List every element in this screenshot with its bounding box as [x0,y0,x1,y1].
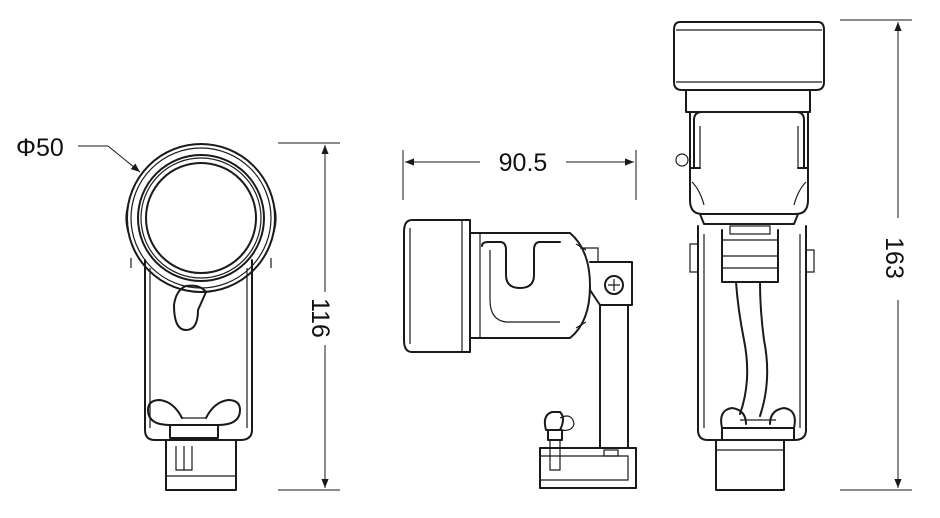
front-stud [165,439,237,491]
rear-housing [689,111,809,215]
side-base [539,447,637,489]
front-head-outer [126,143,276,293]
front-bracket [144,259,253,441]
diameter-label: Φ50 [16,134,64,162]
height-116-label: 116 [306,298,334,338]
side-view [403,219,637,489]
dim-163 [840,19,912,491]
front-lens-ring [137,154,265,282]
front-view [125,143,277,491]
dim-90-5 [402,150,637,200]
side-wing-nut [543,411,575,471]
rear-cable [735,281,749,415]
width-90-5-label: 90.5 [499,149,548,177]
rear-view [673,21,825,491]
side-arm [599,304,629,449]
rear-stud [715,439,785,491]
side-u-clip [481,241,561,289]
rear-cap [673,21,825,91]
rear-wing-nut [720,407,796,441]
height-163-label: 163 [880,237,908,279]
rear-neck [685,89,811,113]
rear-bracket [697,225,807,441]
side-screw [604,275,624,295]
front-lens [145,162,257,274]
front-wing-nut [147,399,241,439]
dim-116 [278,142,340,491]
side-hinge [589,261,633,306]
side-cap [403,219,471,353]
side-body [469,232,591,339]
diameter-leader [78,145,141,173]
